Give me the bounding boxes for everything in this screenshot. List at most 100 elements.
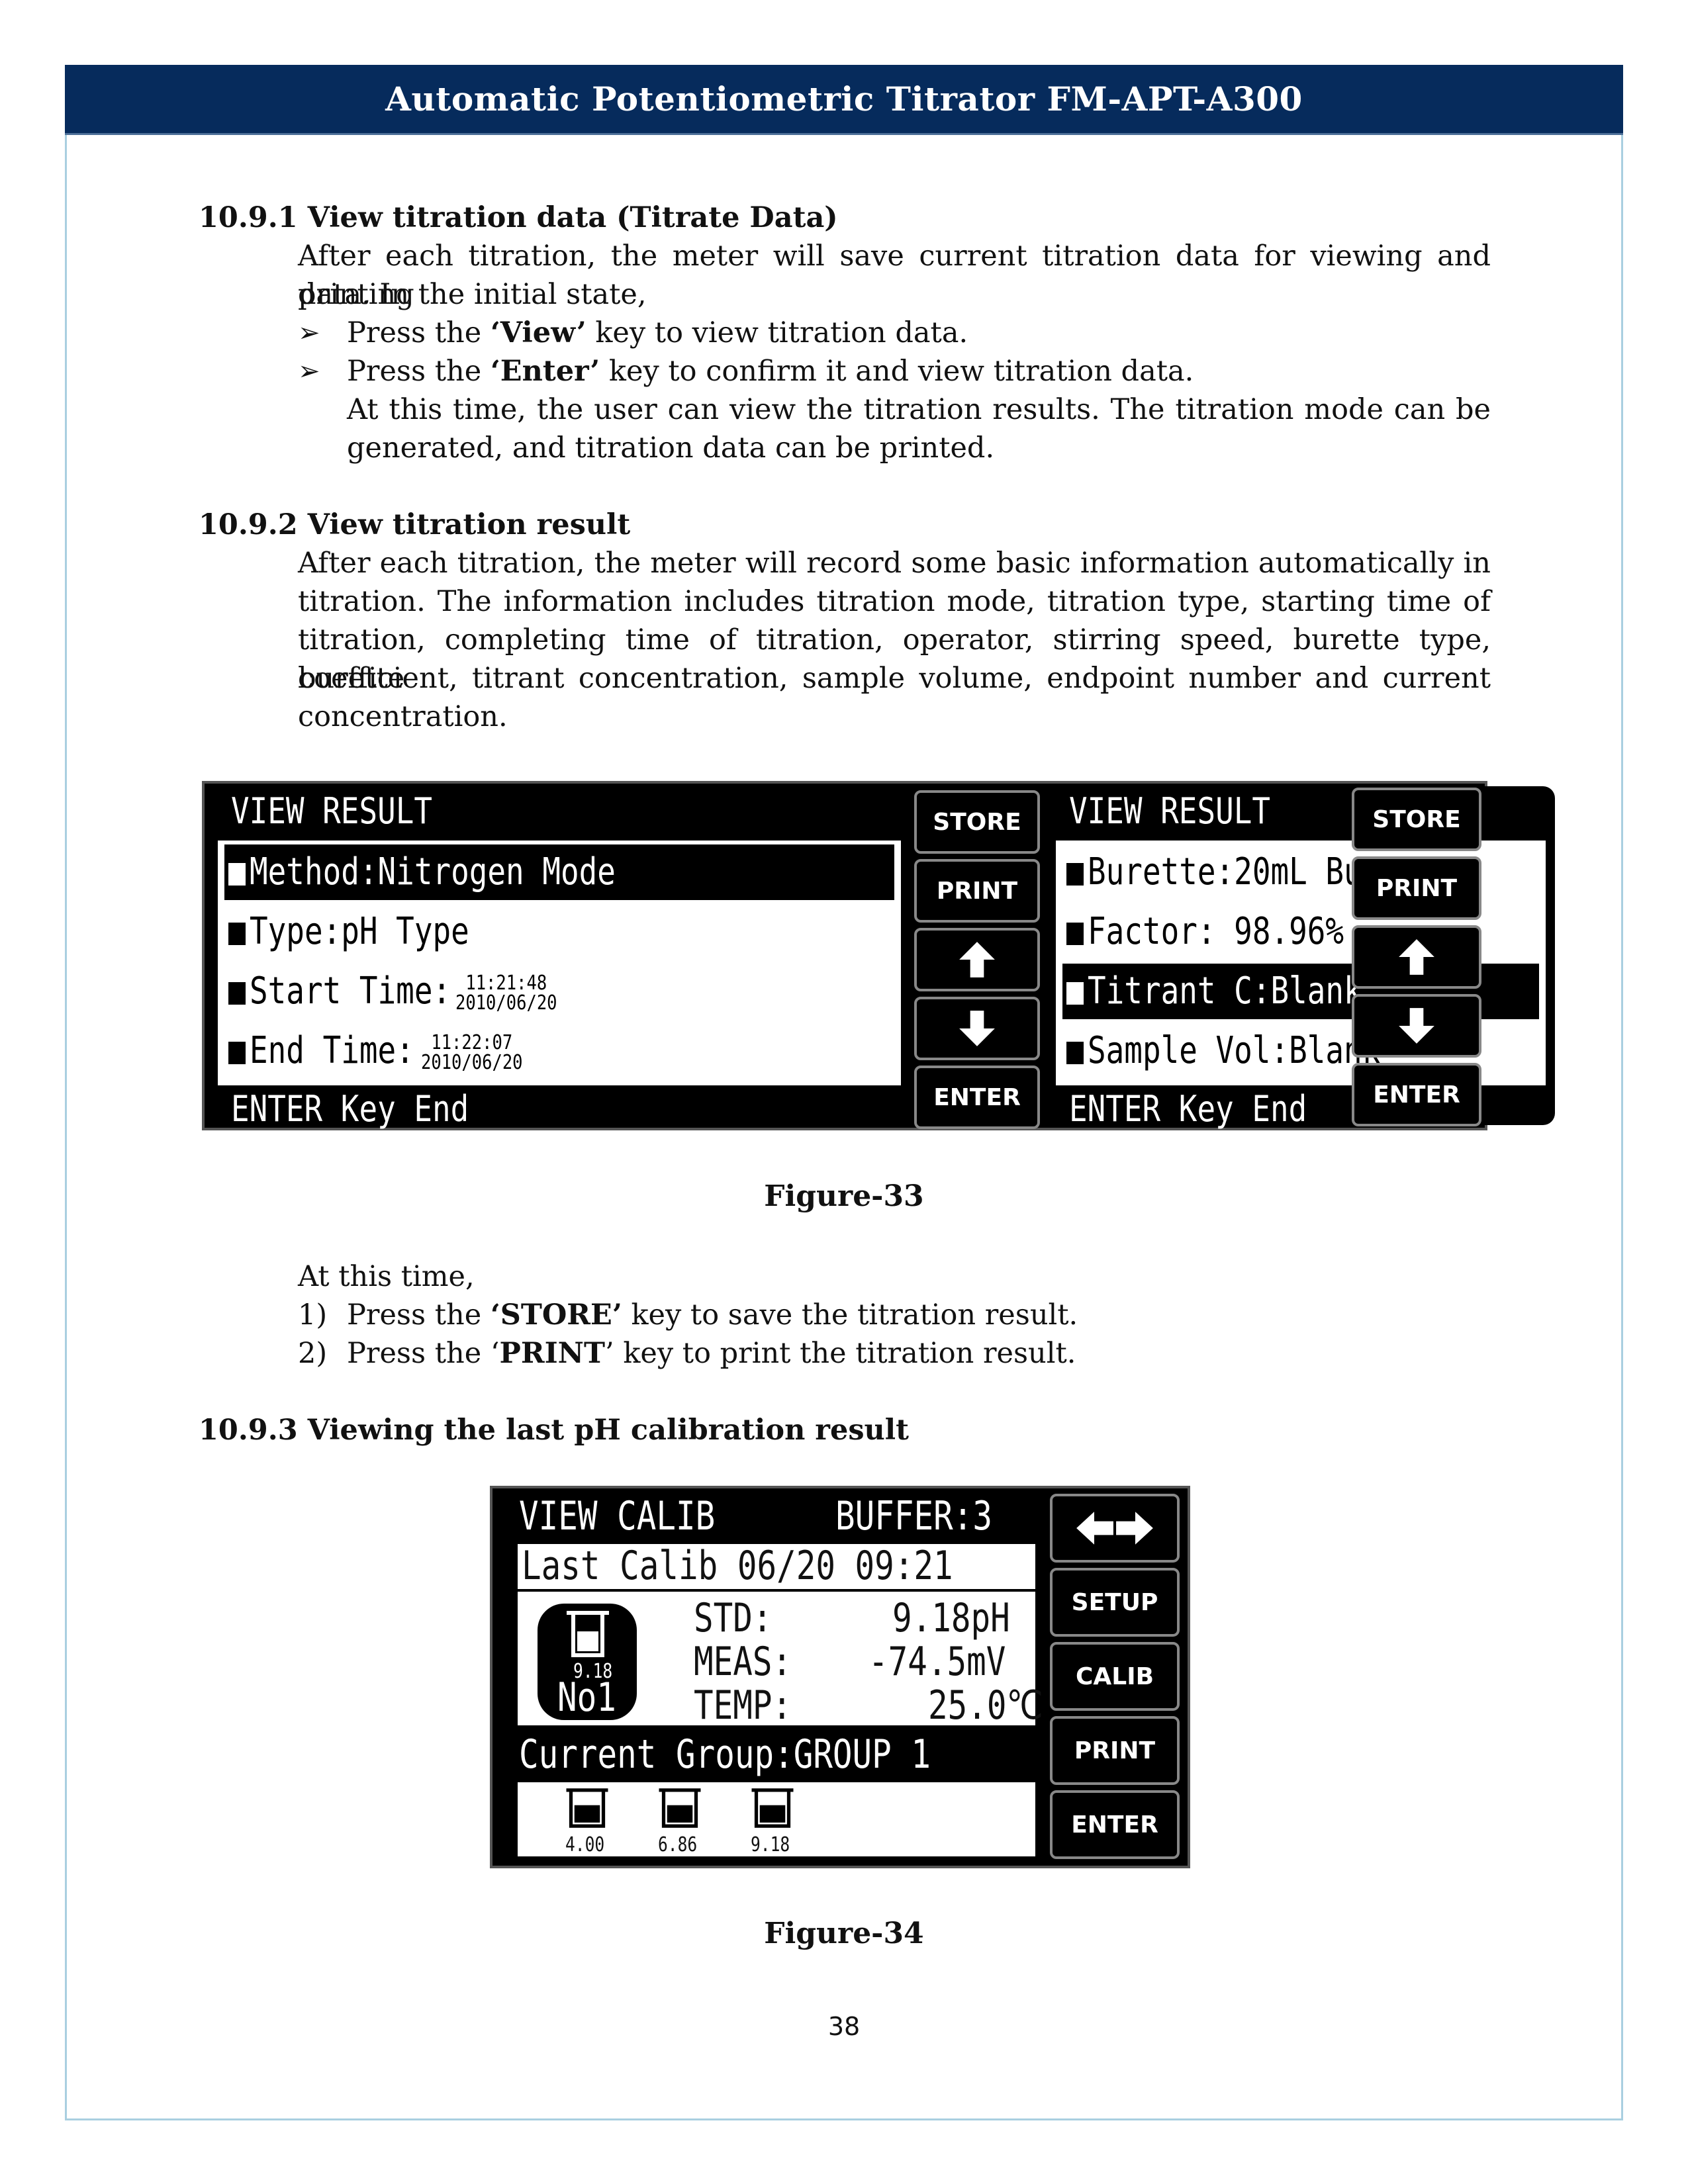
print-button-calib[interactable]: PRINT — [1050, 1716, 1180, 1785]
beaker-badge: 9.18 No1 — [538, 1604, 637, 1720]
at-this-time-text: At this time, — [298, 1260, 475, 1293]
start-time-value: 11:21:48 — [465, 971, 547, 995]
step-1-pre: Press the — [347, 1298, 491, 1332]
beaker-icon — [659, 1788, 701, 1828]
up-arrow-icon — [959, 942, 995, 978]
calib-button[interactable]: CALIB — [1050, 1642, 1180, 1711]
section-heading-10-9-2: 10.9.2 View titration result — [199, 508, 631, 541]
header-title: Automatic Potentiometric Titrator FM-APT… — [385, 79, 1303, 118]
section-heading-10-9-3: 10.9.3 Viewing the last pH calibration r… — [199, 1414, 909, 1447]
bullet-enter-pre: Press the — [347, 355, 491, 388]
square-bullet-icon — [1066, 1041, 1084, 1064]
calib-info-box: Last Calib 06/20 09:21 9.18 No1 STD: 9.1… — [515, 1541, 1043, 1729]
print-key-name: PRINT — [499, 1337, 606, 1370]
buffer-value: 4.00 — [565, 1833, 605, 1856]
view-key-name: ‘View’ — [490, 316, 586, 349]
left-right-button[interactable] — [1050, 1494, 1180, 1563]
bullet-enter-line3: generated, and titration data can be pri… — [347, 432, 995, 465]
up-arrow-icon — [1399, 939, 1434, 975]
buffer-list: 4.00 6.86 9.18 — [515, 1780, 1038, 1859]
square-bullet-icon — [228, 981, 246, 1005]
section2-line: titration. The information includes titr… — [298, 585, 1491, 618]
store-button[interactable]: STORE — [914, 790, 1040, 854]
print-button[interactable]: PRINT — [914, 859, 1040, 923]
header-bar: Automatic Potentiometric Titrator FM-APT… — [65, 65, 1623, 135]
square-bullet-icon — [228, 1041, 246, 1064]
step-2-pre: Press the ‘ — [347, 1337, 500, 1370]
left-right-arrow-icon — [1076, 1512, 1153, 1545]
figure-34-caption: Figure-34 — [764, 1917, 924, 1950]
up-button-right[interactable] — [1352, 925, 1481, 989]
arrow-bullet-icon: ➢ — [298, 356, 320, 387]
buffer-item: 4.00 — [557, 1785, 617, 1858]
result-row-sample-vol: Sample Vol:Blank — [1062, 1023, 1539, 1079]
temp-label: TEMP: — [694, 1682, 792, 1729]
bullet-enter-line2: At this time, the user can view the titr… — [347, 393, 1491, 426]
square-bullet-icon — [228, 922, 246, 945]
meas-label: MEAS: — [694, 1639, 792, 1685]
store-key-name: ‘STORE’ — [490, 1298, 622, 1332]
buffer-value: 6.86 — [658, 1833, 698, 1856]
store-button-right[interactable]: STORE — [1352, 788, 1481, 851]
row-label: Sample Vol:Blank — [1088, 1029, 1381, 1072]
row-label: Titrant C:Blank — [1088, 970, 1362, 1013]
beaker-value: 9.18 — [573, 1660, 613, 1683]
buffer-value: 9.18 — [751, 1833, 790, 1856]
std-label: STD: — [694, 1595, 773, 1641]
row-label: Factor: 98.96% — [1088, 910, 1344, 953]
buffer-count: BUFFER:3 — [835, 1493, 992, 1539]
section1-paragraph-line1: After each titration, the meter will sav… — [298, 240, 1491, 311]
square-bullet-icon — [1066, 862, 1084, 886]
down-arrow-icon — [1399, 1008, 1434, 1044]
page-number: 38 — [827, 2012, 861, 2041]
step-2-number: 2) — [298, 1337, 328, 1370]
beaker-label: No1 — [557, 1674, 616, 1721]
start-date-value: 2010/06/20 — [455, 991, 557, 1015]
end-time-value: 11:22:07 — [431, 1030, 513, 1054]
result-row-factor: Factor: 98.96% — [1062, 904, 1539, 960]
buffer-item: 9.18 — [743, 1785, 802, 1858]
left-view-result-panel: VIEW RESULT Method:Nitrogen Mode Type:pH… — [207, 786, 908, 1129]
enter-button-calib[interactable]: ENTER — [1050, 1790, 1180, 1859]
setup-button[interactable]: SETUP — [1050, 1568, 1180, 1637]
left-screen-footer: ENTER Key End — [231, 1088, 469, 1130]
step-1-post: key to save the titration result. — [622, 1298, 1078, 1332]
row-label: End Time: — [250, 1029, 414, 1072]
right-screen-footer: ENTER Key End — [1069, 1088, 1307, 1130]
section2-line: coefficient, titrant concentration, samp… — [298, 662, 1491, 695]
down-button-right[interactable] — [1352, 994, 1481, 1058]
enter-button-right[interactable]: ENTER — [1352, 1063, 1481, 1126]
down-button[interactable] — [914, 997, 1040, 1060]
left-result-list: Method:Nitrogen Mode Type:pH Type Start … — [215, 838, 904, 1088]
up-button[interactable] — [914, 928, 1040, 991]
square-bullet-icon — [1066, 981, 1084, 1005]
result-row-type: Type:pH Type — [224, 904, 894, 960]
print-button-right[interactable]: PRINT — [1352, 856, 1481, 920]
row-label: Method:Nitrogen Mode — [250, 850, 616, 893]
bullet-enter: Press the ‘Enter’ key to confirm it and … — [347, 352, 1194, 390]
section2-line: concentration. — [298, 700, 508, 733]
section2-line: titration, completing time of titration,… — [298, 623, 1491, 695]
beaker-icon — [751, 1788, 794, 1828]
step-1-number: 1) — [298, 1298, 328, 1332]
step-1: Press the ‘STORE’ key to save the titrat… — [347, 1296, 1078, 1334]
figure-33-caption: Figure-33 — [764, 1179, 924, 1213]
step-2-post: ’ key to print the titration result. — [605, 1337, 1076, 1370]
left-screen-title: VIEW RESULT — [231, 790, 432, 832]
row-label: Start Time: — [250, 970, 451, 1013]
end-date-value: 2010/06/20 — [421, 1050, 523, 1074]
square-bullet-icon — [228, 862, 246, 886]
meas-value: -74.5mV — [868, 1639, 1006, 1685]
square-bullet-icon — [1066, 922, 1084, 945]
beaker-icon — [567, 1611, 609, 1657]
section2-line: After each titration, the meter will rec… — [298, 547, 1491, 580]
down-arrow-icon — [959, 1011, 995, 1046]
step-2: Press the ‘PRINT’ key to print the titra… — [347, 1334, 1076, 1373]
right-screen-title: VIEW RESULT — [1069, 790, 1270, 832]
enter-button[interactable]: ENTER — [914, 1066, 1040, 1129]
divider — [518, 1589, 1035, 1592]
